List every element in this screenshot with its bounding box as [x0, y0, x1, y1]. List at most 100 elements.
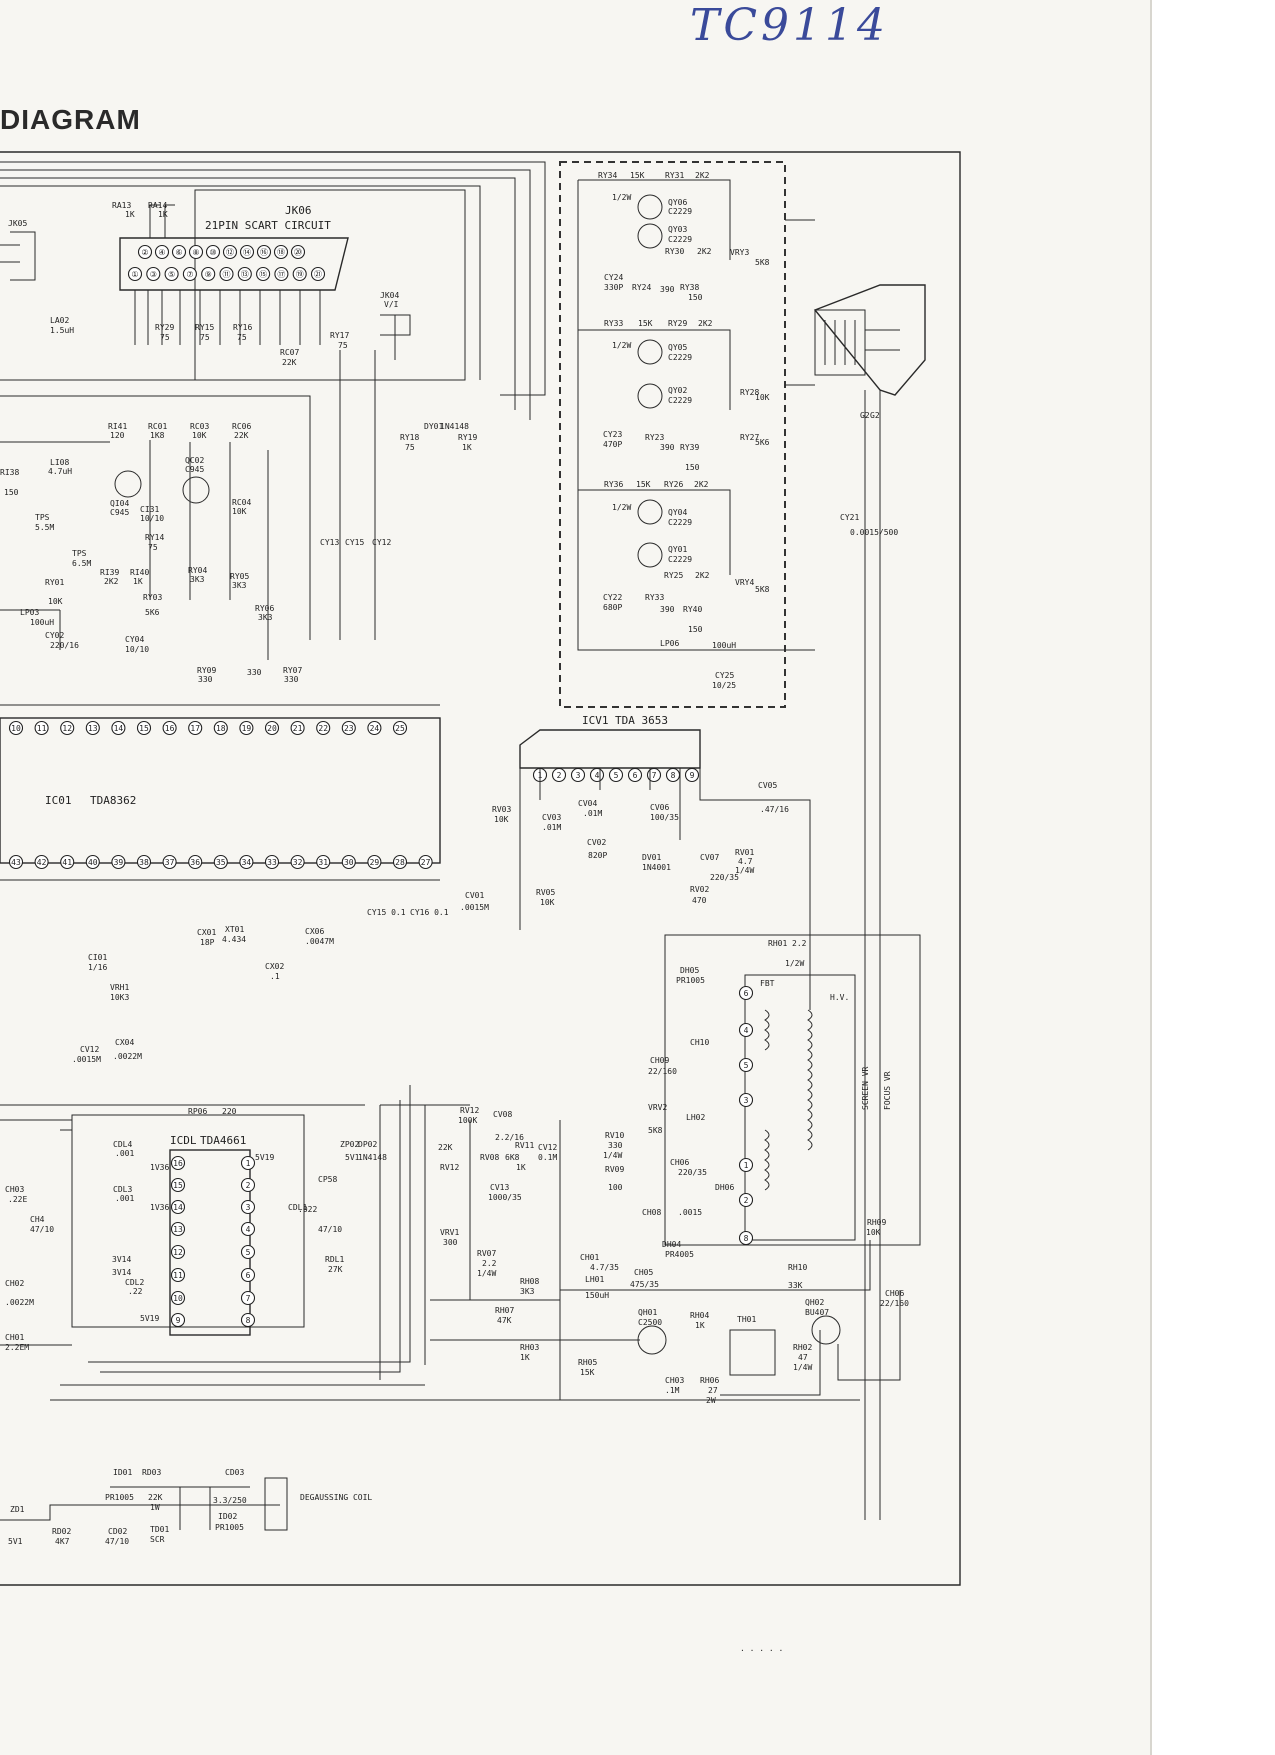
- svg-text:2K2: 2K2: [698, 319, 713, 328]
- ic01-top-pin-number: 21: [293, 724, 303, 733]
- svg-text:100uH: 100uH: [712, 641, 736, 650]
- icdl-right-pin: [240, 1199, 256, 1215]
- screen-vr-label: SCREEN VR: [861, 1066, 870, 1110]
- svg-text:1/4W: 1/4W: [793, 1363, 812, 1372]
- svg-text:CY12: CY12: [372, 538, 391, 547]
- svg-text:2.2EM: 2.2EM: [5, 1343, 29, 1352]
- ic01-top-pin: [188, 720, 203, 736]
- ic01-top-pin: [367, 720, 382, 736]
- ic01-top-pin: [239, 720, 254, 736]
- output-transistor: [637, 339, 663, 365]
- fbt-transformer: [744, 974, 856, 1241]
- svg-text:CH02: CH02: [5, 1279, 24, 1288]
- scart-bottom-pin: [164, 266, 179, 282]
- scart-bottom-pin: [256, 266, 271, 282]
- ic01-top-pin-number: 16: [165, 724, 175, 733]
- ic01-top-pin-number: 20: [267, 724, 277, 733]
- svg-text:22K: 22K: [234, 431, 249, 440]
- jk05-label: JK05: [8, 219, 27, 228]
- svg-text:PR1005: PR1005: [215, 1523, 244, 1532]
- fbt-pin: [738, 1092, 754, 1108]
- svg-text:22K: 22K: [282, 358, 297, 367]
- ic01-top-pin-number: 24: [370, 724, 380, 733]
- svg-text:ID02: ID02: [218, 1512, 237, 1521]
- svg-text:75: 75: [405, 443, 415, 452]
- svg-text:220: 220: [222, 1107, 237, 1116]
- svg-text:10K: 10K: [866, 1228, 881, 1237]
- svg-text:CDL4: CDL4: [113, 1140, 132, 1149]
- svg-text:4.7uH: 4.7uH: [48, 467, 72, 476]
- svg-text:2.2: 2.2: [482, 1259, 497, 1268]
- scart-bottom-pin-number: ③: [150, 270, 157, 279]
- svg-text:QH01: QH01: [638, 1308, 657, 1317]
- fbt-pin-number: 4: [744, 1026, 749, 1035]
- svg-text:2K2: 2K2: [697, 247, 712, 256]
- svg-text:SCR: SCR: [150, 1535, 165, 1544]
- svg-text:10K: 10K: [48, 597, 63, 606]
- ic01-bottom-pin: [316, 854, 331, 870]
- svg-text:CV13: CV13: [490, 1183, 509, 1192]
- ic01-top-pin: [341, 720, 356, 736]
- icdl-left-pin: [170, 1312, 186, 1328]
- ic01-top-pin: [392, 720, 408, 736]
- svg-text:100K: 100K: [458, 1116, 477, 1125]
- svg-text:.01M: .01M: [583, 809, 602, 818]
- icdl-right-pin: [240, 1312, 256, 1328]
- svg-text:27: 27: [708, 1386, 718, 1395]
- scart-top-pin: [239, 244, 255, 260]
- icdl-body: [169, 1149, 251, 1336]
- output-transistor: [637, 542, 663, 568]
- scart-bottom-pin: [292, 266, 307, 282]
- output-transistor: [637, 223, 663, 249]
- svg-text:1N4001: 1N4001: [642, 863, 671, 872]
- svg-text:CY02: CY02: [45, 631, 64, 640]
- svg-text:RY28: RY28: [740, 388, 759, 397]
- svg-text:6.5M: 6.5M: [72, 559, 91, 568]
- scart-bottom-pin-number: ⑤: [168, 270, 175, 279]
- svg-text:CX02: CX02: [265, 962, 284, 971]
- svg-text:CDL2: CDL2: [125, 1278, 144, 1287]
- svg-text:DH06: DH06: [715, 1183, 734, 1192]
- icdl-pin-number: 8: [246, 1316, 251, 1325]
- svg-text:RV02: RV02: [690, 885, 709, 894]
- ic01-bottom-pin: [418, 854, 433, 870]
- svg-text:CDL1: CDL1: [288, 1203, 307, 1212]
- svg-text:RY29: RY29: [668, 319, 687, 328]
- svg-text:1/4W: 1/4W: [603, 1151, 622, 1160]
- scart-bottom-pin: [237, 266, 252, 282]
- svg-text:G2: G2: [870, 411, 880, 420]
- ic01-bottom-pin: [213, 854, 228, 870]
- svg-text:5K8: 5K8: [755, 585, 770, 594]
- icdl-pin-number: 1: [246, 1159, 251, 1168]
- icdl-right-pin: [240, 1155, 256, 1171]
- icv1-pin: [551, 767, 567, 783]
- svg-text:3K3: 3K3: [258, 613, 273, 622]
- icdl-pin-number: 5: [246, 1248, 251, 1257]
- svg-text:V/I: V/I: [384, 300, 399, 309]
- icdl-right-pin: [240, 1221, 256, 1237]
- svg-text:RH02: RH02: [793, 1343, 812, 1352]
- svg-text:CV06: CV06: [650, 803, 669, 812]
- svg-text:RY34: RY34: [598, 171, 617, 180]
- ic01-bottom-pin-number: 28: [395, 858, 405, 867]
- svg-text:C2229: C2229: [668, 207, 692, 216]
- output-transistors: [637, 194, 663, 568]
- svg-text:330: 330: [198, 675, 213, 684]
- svg-text:.001: .001: [115, 1149, 134, 1158]
- svg-text:1K: 1K: [133, 577, 143, 586]
- ic01-top-pin: [290, 720, 305, 736]
- icdl-left-pin: [170, 1199, 186, 1215]
- scart-bottom-pin-number: ⑮: [259, 270, 267, 279]
- ic01-top-pin: [264, 720, 280, 736]
- svg-text:1V36: 1V36: [150, 1163, 169, 1172]
- svg-text:RY24: RY24: [632, 283, 651, 292]
- ic01-top-pin-number: 10: [11, 724, 21, 733]
- jk06-name: 21PIN SCART CIRCUIT: [205, 219, 331, 232]
- svg-text:RDL1: RDL1: [325, 1255, 344, 1264]
- icdl-left-pin: [170, 1267, 186, 1283]
- svg-text:15K: 15K: [638, 319, 653, 328]
- ic01-top-pin-number: 25: [395, 724, 405, 733]
